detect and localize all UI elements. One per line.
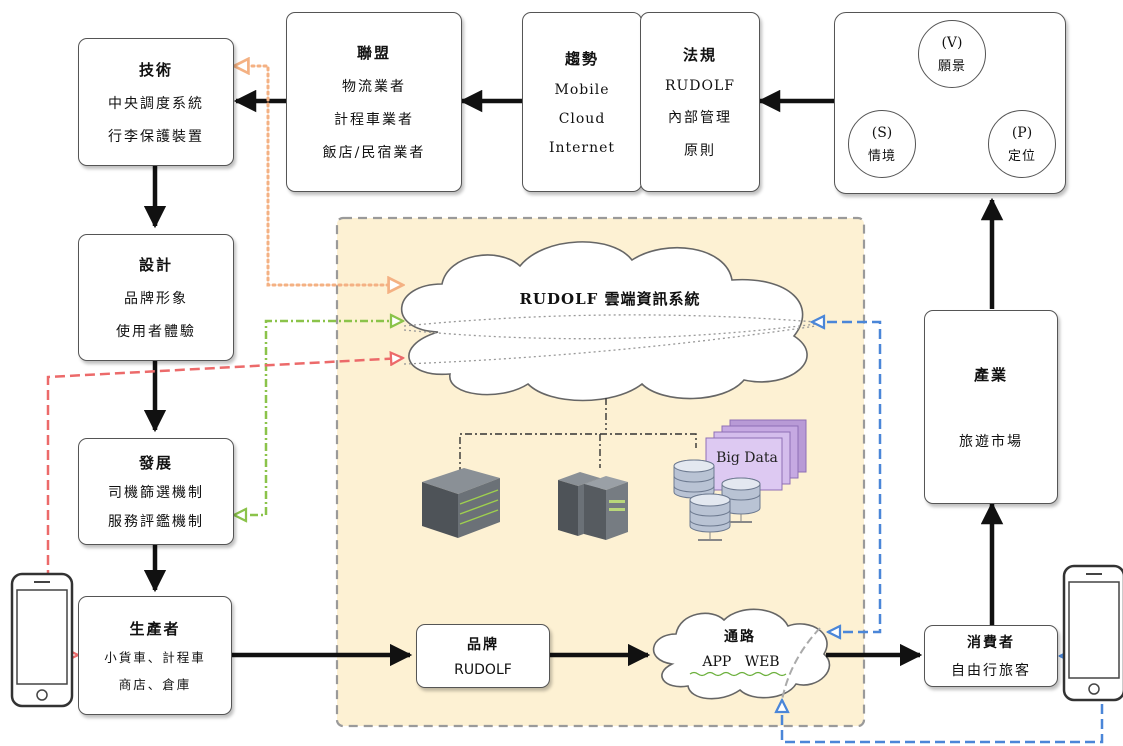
industry-title: 產業 [973, 365, 1008, 384]
vision-circle: (V) 願景 [918, 20, 986, 88]
regulation-line-3: 原則 [684, 143, 716, 159]
producer-box: 生產者 小貨車、計程車 商店、倉庫 [78, 596, 232, 715]
producer-line-1: 小貨車、計程車 [104, 650, 206, 665]
big-data-icon [705, 419, 807, 491]
design-title: 設計 [138, 256, 173, 274]
consumer-title: 消費者 [967, 635, 1015, 651]
development-box: 發展 司機篩選機制 服務評鑑機制 [78, 438, 234, 545]
smartphone-left-icon [10, 572, 74, 708]
consumer-channel-link [782, 656, 1104, 744]
industry-box: 產業 旅遊市場 [924, 310, 1058, 504]
server-tower-icon [558, 472, 628, 540]
alliance-box: 聯盟 物流業者 計程車業者 飯店/民宿業者 [286, 12, 462, 192]
cloud-dotted-arc-3 [403, 325, 817, 365]
producer-line-2: 商店、倉庫 [118, 677, 192, 692]
trend-line-1: Mobile [554, 82, 610, 98]
design-box: 設計 品牌形象 使用者體驗 [78, 234, 234, 361]
smartphone-right-icon [1062, 564, 1123, 702]
channel-cloud-link [812, 322, 882, 632]
position-code: (P) [1011, 124, 1033, 141]
consumer-line: 自由行旅客 [951, 663, 1031, 679]
brand-line: RUDOLF [454, 662, 512, 678]
development-line-2: 服務評鑑機制 [108, 514, 204, 530]
tech-line-1: 中央調度系統 [108, 95, 204, 112]
tech-box: 技術 中央調度系統 行李保護裝置 [78, 38, 234, 166]
alliance-title: 聯盟 [356, 44, 391, 62]
regulation-line-1: RUDOLF [664, 78, 736, 94]
position-label: 定位 [1007, 148, 1036, 164]
channel-title: 通路 [724, 629, 756, 645]
scenario-code: (S) [871, 124, 893, 141]
cloud-dotted-arc-2 [403, 323, 817, 340]
cloud-dotted-arc-1 [403, 314, 817, 327]
alliance-line-1: 物流業者 [342, 79, 406, 95]
industry-line: 旅遊市場 [959, 433, 1023, 450]
channel-underline [689, 671, 787, 677]
alliance-line-3: 飯店/民宿業者 [322, 145, 426, 161]
trend-title: 趨勢 [564, 50, 599, 68]
alliance-line-2: 計程車業者 [334, 112, 414, 128]
position-circle: (P) 定位 [988, 110, 1056, 178]
tech-title: 技術 [138, 60, 173, 79]
brand-box: 品牌 RUDOLF [416, 624, 550, 688]
trend-line-2: Cloud [558, 111, 606, 127]
cloud-system-title: RUDOLF 雲端資訊系統 [519, 290, 701, 308]
design-line-1: 品牌形象 [124, 291, 188, 307]
big-data-label: Big Data [716, 450, 778, 466]
development-line-1: 司機篩選機制 [108, 485, 204, 501]
consumer-box: 消費者 自由行旅客 [924, 625, 1058, 687]
cloud-shape [400, 241, 808, 402]
network-connector [459, 398, 697, 474]
trend-box: 趨勢 Mobile Cloud Internet [522, 12, 642, 192]
regulation-title: 法規 [682, 46, 717, 64]
vision-label: 願景 [937, 58, 966, 74]
scenario-circle: (S) 情境 [848, 110, 916, 178]
vision-code: (V) [941, 34, 963, 51]
server-rack-icon [422, 468, 500, 538]
brand-title: 品牌 [467, 637, 499, 653]
tech-line-2: 行李保護裝置 [108, 128, 204, 145]
producer-title: 生產者 [129, 620, 181, 638]
development-title: 發展 [138, 454, 173, 472]
regulation-line-2: 內部管理 [668, 110, 732, 126]
regulation-box: 法規 RUDOLF 內部管理 原則 [640, 12, 760, 192]
database-icon [673, 459, 761, 541]
trend-line-3: Internet [548, 140, 616, 156]
channel-line: APP WEB [702, 654, 780, 670]
scenario-label: 情境 [867, 148, 896, 164]
channel-grey-link [781, 627, 821, 701]
tech-cloud-link [234, 66, 403, 285]
design-line-2: 使用者體驗 [116, 324, 196, 340]
